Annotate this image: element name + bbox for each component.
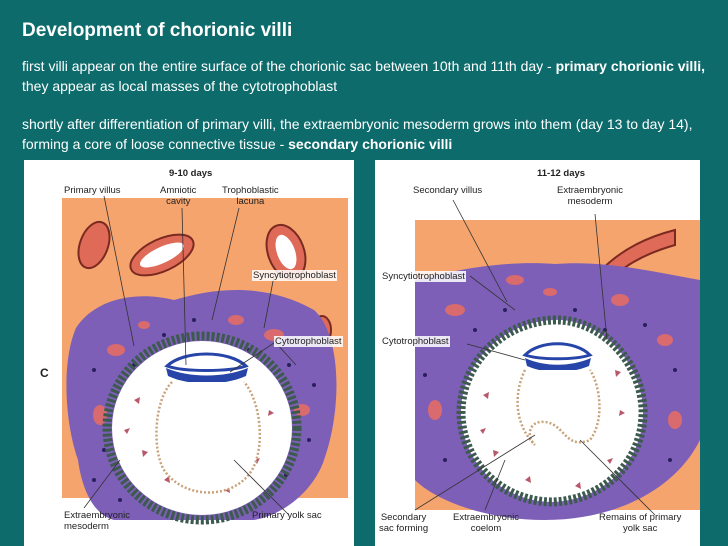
mesoderm-cells-right — [480, 370, 625, 489]
paragraph1-text-b: they appear as local masses of the cytot… — [22, 78, 338, 94]
label-primary-yolk-sac: Primary yolk sac — [252, 510, 322, 521]
figure-9-10-days: 9-10 days Primary villus Amniotic cavity… — [24, 160, 354, 546]
epiblast-right — [525, 358, 591, 372]
label-em-right-line2: mesoderm — [567, 196, 613, 207]
label-extraembryonic-mesoderm-left: Extraembryonic mesoderm — [64, 510, 130, 532]
syncytium-nuclei-right — [423, 308, 677, 462]
paragraph2-text-a: shortly after differentiation of primary… — [22, 116, 693, 152]
label-primary-villus: Primary villus — [64, 185, 121, 196]
paragraph-primary-villi: first villi appear on the entire surface… — [22, 56, 712, 96]
slide-title: Development of chorionic villi — [22, 20, 293, 41]
label-trophoblastic-lacuna: Trophoblastic lacuna — [222, 185, 279, 207]
label-secondary-sac-line2: sac forming — [379, 523, 429, 534]
amniotic-cavity-right — [522, 342, 593, 361]
primary-yolk-sac-outline — [155, 381, 262, 494]
secondary-sac — [516, 369, 601, 446]
term-secondary-chorionic-villi: secondary chorionic villi — [288, 136, 453, 152]
label-amniotic-cavity-line2: cavity — [166, 196, 191, 207]
leader-lines-right — [414, 199, 656, 516]
label-extraembryonic-mesoderm-right: Extraembryonic mesoderm — [557, 185, 623, 207]
epiblast — [166, 368, 248, 384]
label-coelom-line2: coelom — [470, 523, 502, 534]
label-trophoblastic-lacuna-line2: lacuna — [236, 196, 265, 207]
amniotic-cavity — [164, 352, 249, 372]
panel-letter: C — [40, 366, 49, 380]
illustration-11-12-days — [414, 199, 700, 520]
term-primary-chorionic-villi: primary chorionic villi, — [555, 58, 705, 74]
label-remains-line2: yolk sac — [623, 523, 658, 534]
label-em-left-line1: Extraembryonic — [64, 510, 130, 521]
label-em-left-line2: mesoderm — [64, 521, 109, 532]
label-syncytiotrophoblast-left: Syncytiotrophoblast — [252, 270, 337, 281]
illustration-9-10-days — [62, 195, 348, 525]
label-secondary-sac-line1: Secondary — [380, 512, 427, 523]
syncytium-nuclei — [92, 318, 316, 502]
stage-label-left: 9-10 days — [169, 168, 213, 179]
label-remains-primary-yolk-sac: Remains of primary yolk sac — [599, 512, 681, 534]
label-em-right-line1: Extraembryonic — [557, 185, 623, 196]
stage-label-right: 11-12 days — [537, 168, 586, 179]
label-secondary-villus: Secondary villus — [413, 185, 483, 196]
cytotrophoblast-ring — [102, 331, 302, 525]
paragraph-secondary-villi: shortly after differentiation of primary… — [22, 114, 712, 154]
label-extraembryonic-coelom: Extraembryonic coelom — [453, 512, 519, 534]
label-coelom-line1: Extraembryonic — [453, 512, 519, 523]
label-secondary-sac-forming: Secondary sac forming — [379, 512, 428, 534]
leader-lines — [83, 195, 297, 516]
label-trophoblastic-lacuna-line1: Trophoblastic — [222, 185, 279, 196]
paragraph1-text-a: first villi appear on the entire surface… — [22, 58, 556, 74]
label-amniotic-cavity-line1: Amniotic — [160, 185, 197, 196]
label-remains-line1: Remains of primary — [599, 512, 682, 523]
label-amniotic-cavity: Amniotic cavity — [160, 185, 196, 207]
label-cytotrophoblast-right: Cytotrophoblast — [381, 336, 450, 347]
label-syncytiotrophoblast-right: Syncytiotrophoblast — [381, 271, 466, 282]
figure-11-12-days: 11-12 days Secondary villus Extraembryon… — [375, 160, 700, 546]
syncytium-vacuoles-right — [428, 275, 682, 429]
label-cytotrophoblast-left: Cytotrophoblast — [274, 336, 343, 347]
